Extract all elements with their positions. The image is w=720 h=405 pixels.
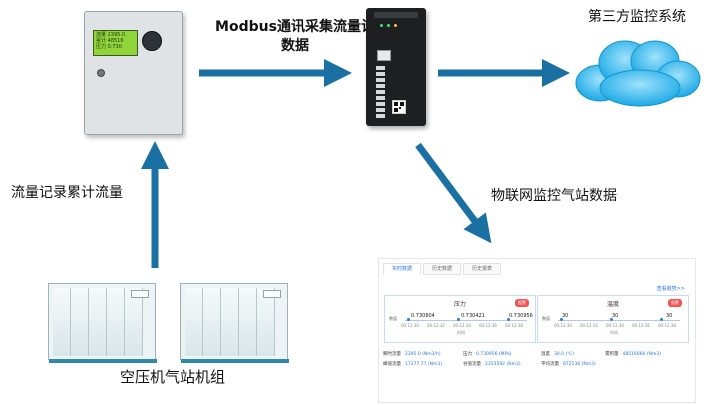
stat-key: 峰值流量: [383, 362, 401, 367]
data-label: 0.730804: [411, 313, 435, 319]
temperature-card: 温度 报警 数值 30 30 30 00:12:30 00:12:32 00:1…: [537, 295, 689, 343]
data-label: 0.730421: [461, 313, 485, 319]
tab-realtime[interactable]: 实时数据: [383, 263, 422, 275]
flow-record-label: 流量记录累计流量: [11, 185, 123, 201]
alarm-badge[interactable]: 报警: [668, 299, 682, 307]
qr-code-icon: [392, 100, 406, 114]
led-icon: [380, 24, 383, 27]
tick-label: 00:12:34: [606, 323, 624, 328]
keypad-icon: [142, 31, 162, 51]
ethernet-port-icon: [377, 50, 391, 61]
tick-label: 00:12:38: [658, 323, 676, 328]
monitoring-dashboard: 实时数据 历史数据 历史报表 查看趋势>> 压力 报警 数值 0.730804 …: [378, 258, 696, 403]
air-compressor-unit: [180, 283, 289, 363]
modbus-label: Modbus通讯采集流量计数据: [215, 19, 375, 54]
compressor-label: 空压机气站机组: [120, 368, 226, 386]
tab-report[interactable]: 历史报表: [463, 263, 502, 275]
tick-label: 00:12:36: [479, 323, 497, 328]
card-title: 温度: [606, 301, 619, 308]
gateway-top-connector: [374, 12, 418, 18]
data-point: [507, 318, 510, 321]
iot-label: 物联网监控气站数据: [491, 188, 617, 204]
stat-item: 温度 30.0 (℃): [541, 351, 574, 357]
chart-line: [558, 320, 680, 321]
cloud-icon: [575, 40, 701, 107]
stat-value: 2353592 (Nm3): [485, 362, 521, 367]
stat-value: 17277.77 (Nm3): [405, 362, 443, 367]
tick-label: 00:12:30: [401, 323, 419, 328]
data-label: 0.730956: [509, 313, 533, 319]
alarm-badge[interactable]: 报警: [515, 299, 529, 307]
tick-label: 00:12:34: [453, 323, 471, 328]
view-trend-link[interactable]: 查看趋势>>: [656, 286, 685, 292]
third-party-label: 第三方监控系统: [588, 9, 686, 25]
stat-value: 0.730956 (MPa): [476, 352, 512, 357]
stat-value: 30.0 (℃): [554, 352, 575, 357]
tick-label: 00:12:36: [632, 323, 650, 328]
stat-key: 平均流量: [541, 362, 559, 367]
terminal-port: [376, 114, 385, 118]
data-point: [660, 318, 663, 321]
tick-label: 00:12:32: [580, 323, 598, 328]
terminal-port: [376, 102, 385, 106]
terminal-port: [376, 90, 385, 94]
pressure-card: 压力 报警 数值 0.730804 0.730421 0.730956 00:1…: [384, 295, 536, 343]
stat-value: 872536 (Nm3): [563, 362, 596, 367]
lock-icon: [97, 69, 105, 77]
y-axis-label: 数值: [542, 316, 550, 321]
stat-key: 谷值流量: [463, 362, 481, 367]
terminal-port: [376, 96, 385, 100]
terminal-port: [376, 78, 385, 82]
lcd-line: 压力 0.730: [96, 44, 122, 50]
x-axis-label: 时间: [457, 330, 465, 335]
stat-key: 温度: [541, 352, 550, 357]
x-axis-label: 时间: [610, 330, 618, 335]
stat-key: 压力: [463, 352, 472, 357]
flow-meter-cabinet: 流量 2395.0 累计 48516 压力 0.730: [84, 11, 183, 135]
nameplate-icon: [263, 290, 281, 298]
meter-lcd: 流量 2395.0 累计 48516 压力 0.730: [93, 30, 138, 56]
stat-key: 累积量: [605, 352, 619, 357]
data-point: [610, 318, 613, 321]
terminal-port: [376, 72, 385, 76]
tab-history[interactable]: 历史数据: [423, 263, 462, 275]
dashboard-tabs: 实时数据 历史数据 历史报表: [383, 263, 502, 275]
data-label: 30: [666, 313, 673, 319]
stat-item: 压力 0.730956 (MPa): [463, 351, 512, 357]
stat-value: 48516666 (Nm3): [622, 352, 661, 357]
led-icon: [387, 24, 390, 27]
tick-label: 00:12:30: [554, 323, 572, 328]
nameplate-icon: [131, 290, 149, 298]
stat-item: 峰值流量 17277.77 (Nm3): [383, 361, 442, 367]
data-point: [560, 318, 563, 321]
stat-item: 瞬时流量 2395.0 (Nm3/h): [383, 351, 441, 357]
terminal-port: [376, 108, 385, 112]
lcd-line: 流量 2395.0: [96, 32, 126, 38]
data-point: [407, 318, 410, 321]
data-label: 30: [612, 313, 619, 319]
stat-key: 瞬时流量: [383, 352, 401, 357]
chart-line: [405, 320, 527, 321]
tick-label: 00:12:38: [505, 323, 523, 328]
stat-item: 平均流量 872536 (Nm3): [541, 361, 596, 367]
air-compressor-unit: [48, 283, 157, 363]
stat-value: 2395.0 (Nm3/h): [405, 352, 441, 357]
data-label: 30: [562, 313, 569, 319]
led-icon: [394, 24, 397, 27]
card-title: 压力: [453, 301, 466, 308]
tick-label: 00:12:32: [427, 323, 445, 328]
iot-gateway-device: [366, 8, 426, 126]
lcd-line: 累计 48516: [96, 38, 124, 44]
data-point: [457, 318, 460, 321]
y-axis-label: 数值: [389, 316, 397, 321]
arrow-gateway-to-dashboard: [415, 142, 492, 244]
stat-item: 谷值流量 2353592 (Nm3): [463, 361, 521, 367]
terminal-port: [376, 66, 385, 70]
terminal-port: [376, 84, 385, 88]
